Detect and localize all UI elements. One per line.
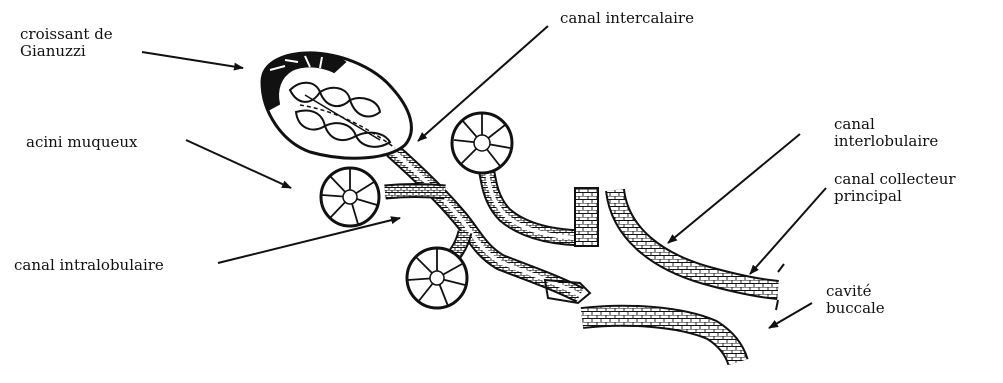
arrow-croissant <box>142 52 243 68</box>
acinus-bottom <box>407 248 467 308</box>
label-cavite-line-2: buccale <box>826 300 885 317</box>
intercalated-duct-branch <box>485 160 588 238</box>
acinus-with-demilune <box>262 53 411 158</box>
label-intralobulaire-text: canal intralobulaire <box>14 257 164 274</box>
label-cavite-line-1: cavité <box>826 283 885 300</box>
arrow-interlobulaire <box>668 134 800 243</box>
label-acini-text: acini muqueux <box>26 134 138 151</box>
acinus-upper-right <box>452 113 512 173</box>
acinus-left <box>321 168 379 226</box>
oral-cavity-epithelium <box>582 316 738 362</box>
label-collecteur-line-1: canal collecteur <box>834 171 956 188</box>
label-cavite-buccale: cavité buccale <box>826 283 885 317</box>
label-interlobulaire-line-2: interlobulaire <box>834 133 938 150</box>
arrow-cavite <box>769 303 812 328</box>
label-croissant-line-1: croissant de <box>20 26 113 43</box>
label-canal-interlobulaire: canal interlobulaire <box>834 116 938 150</box>
arrow-intralobulaire <box>218 218 400 263</box>
label-croissant-line-2: Gianuzzi <box>20 43 113 60</box>
label-acini-muqueux: acini muqueux <box>26 134 138 151</box>
arrow-collecteur <box>750 188 826 274</box>
label-croissant-de-gianuzzi: croissant de Gianuzzi <box>20 26 113 60</box>
label-canal-collecteur-principal: canal collecteur principal <box>834 171 956 205</box>
duct-stub <box>575 188 598 246</box>
label-collecteur-line-2: principal <box>834 188 956 205</box>
left-branch-duct <box>385 191 445 193</box>
label-intercalaire-text: canal intercalaire <box>560 10 694 27</box>
label-canal-intralobulaire: canal intralobulaire <box>14 257 164 274</box>
label-interlobulaire-line-1: canal <box>834 116 938 133</box>
label-canal-intercalaire: canal intercalaire <box>560 10 694 27</box>
main-collecting-duct <box>615 190 784 310</box>
arrow-acini <box>186 140 291 188</box>
